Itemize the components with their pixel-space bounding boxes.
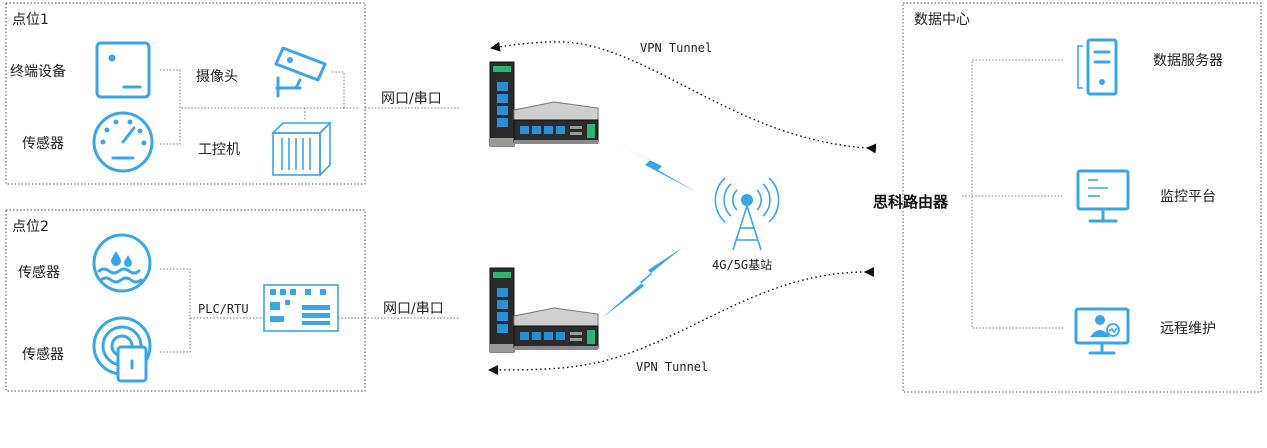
vpn-label-top: VPN Tunnel: [640, 41, 712, 55]
router-top: [489, 61, 599, 147]
ipc-label: 工控机: [198, 142, 240, 158]
site1-title: 点位1: [12, 12, 49, 28]
site2-box: [5, 209, 366, 392]
server-icon: [1077, 38, 1118, 96]
lightning-top-icon: [612, 142, 696, 192]
site2-sensor1-label: 传感器: [18, 264, 60, 281]
gauge-sensor-icon: [92, 111, 154, 173]
server-label: 数据服务器: [1153, 53, 1223, 69]
signal-sensor-icon: [92, 316, 152, 383]
vpn-tunnel-bottom: [488, 266, 875, 375]
vpn-tunnel-top: [490, 41, 877, 154]
terminal-device-icon: [95, 41, 151, 99]
camera-icon: [274, 46, 327, 98]
monitor-icon: [1076, 169, 1130, 223]
datacenter-wiring: [962, 59, 1063, 329]
datacenter-title: 数据中心: [914, 12, 970, 28]
router-bottom: [489, 267, 599, 353]
remote-maintenance-icon: [1074, 307, 1130, 355]
base-station-label: 4G/5G基站: [712, 258, 772, 272]
water-sensor-icon: [92, 233, 152, 293]
site1-wiring: [160, 69, 460, 145]
site2-sensor2-label: 传感器: [22, 346, 64, 363]
port-label-bottom: 网口/串口: [383, 301, 444, 317]
plc-label: PLC/RTU: [198, 302, 249, 316]
industrial-pc-icon: [271, 121, 332, 177]
remote-label: 远程维护: [1160, 321, 1216, 337]
site1-box: [5, 2, 366, 185]
site2-wiring: [160, 268, 460, 353]
datacenter-box: [902, 2, 1262, 393]
camera-label: 摄像头: [196, 69, 238, 85]
vpn-label-bottom: VPN Tunnel: [636, 360, 708, 374]
site2-title: 点位2: [12, 219, 49, 235]
plc-rtu-icon: [263, 284, 339, 332]
center-router-label: 思科路由器: [873, 193, 949, 211]
base-station-icon: [714, 177, 780, 251]
lightning-bottom-icon: [602, 248, 682, 318]
terminal-label: 终端设备: [10, 63, 66, 80]
monitor-label: 监控平台: [1160, 189, 1216, 205]
port-label-top: 网口/串口: [381, 91, 442, 107]
site1-sensor-label: 传感器: [22, 135, 64, 152]
